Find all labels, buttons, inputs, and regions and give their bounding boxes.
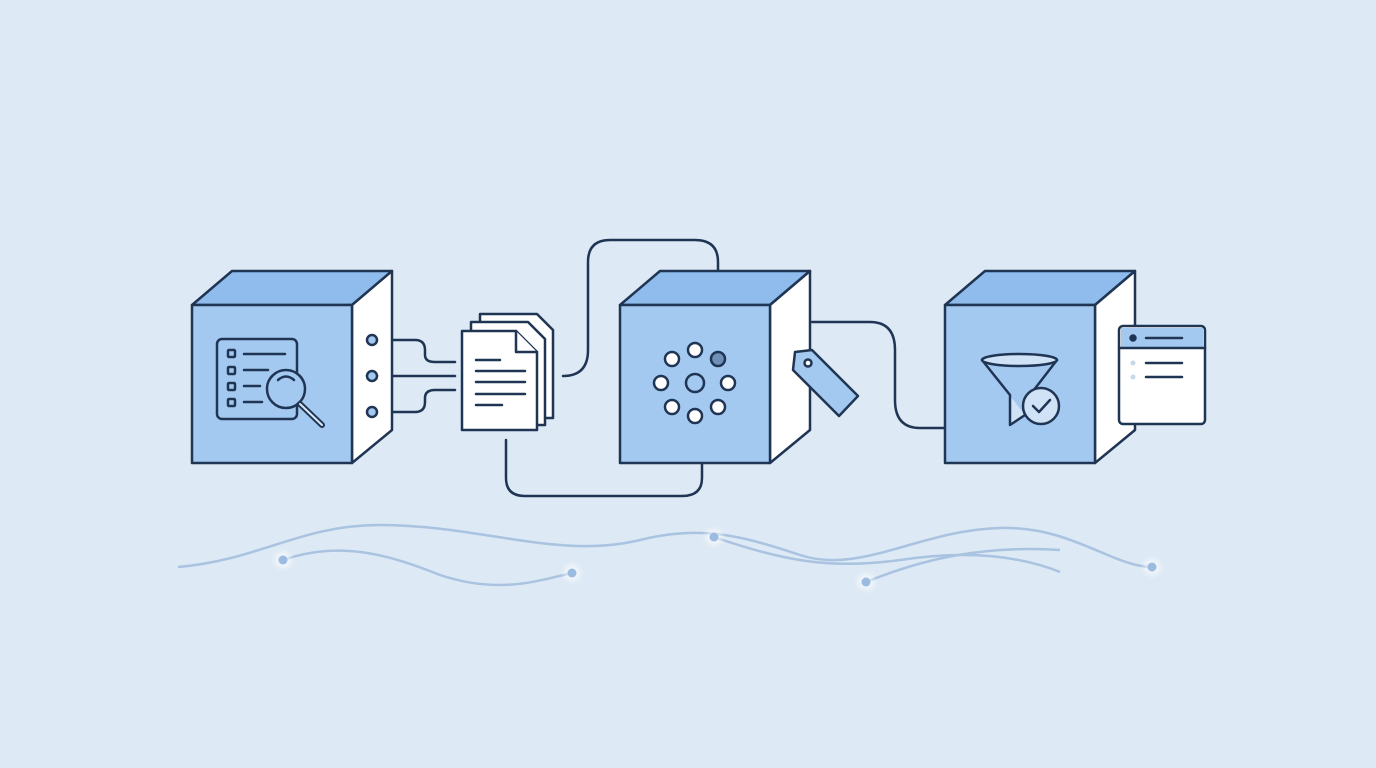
- wave-lines: [177, 523, 1151, 587]
- connector-lines: [370, 238, 947, 498]
- stage-cube-2: [618, 269, 812, 465]
- cluster-dots-icon: [652, 341, 737, 425]
- tag-icon: [791, 348, 860, 418]
- wave-nodes: [271, 525, 1164, 594]
- funnel-check-icon: [980, 352, 1061, 427]
- stage-cube-1: [190, 269, 394, 465]
- stage-cube-3: [943, 269, 1137, 465]
- checklist-search-icon: [215, 337, 325, 428]
- port-dots: [365, 333, 379, 419]
- list-window-icon: [1117, 324, 1207, 426]
- documents-stack-icon: [460, 312, 555, 432]
